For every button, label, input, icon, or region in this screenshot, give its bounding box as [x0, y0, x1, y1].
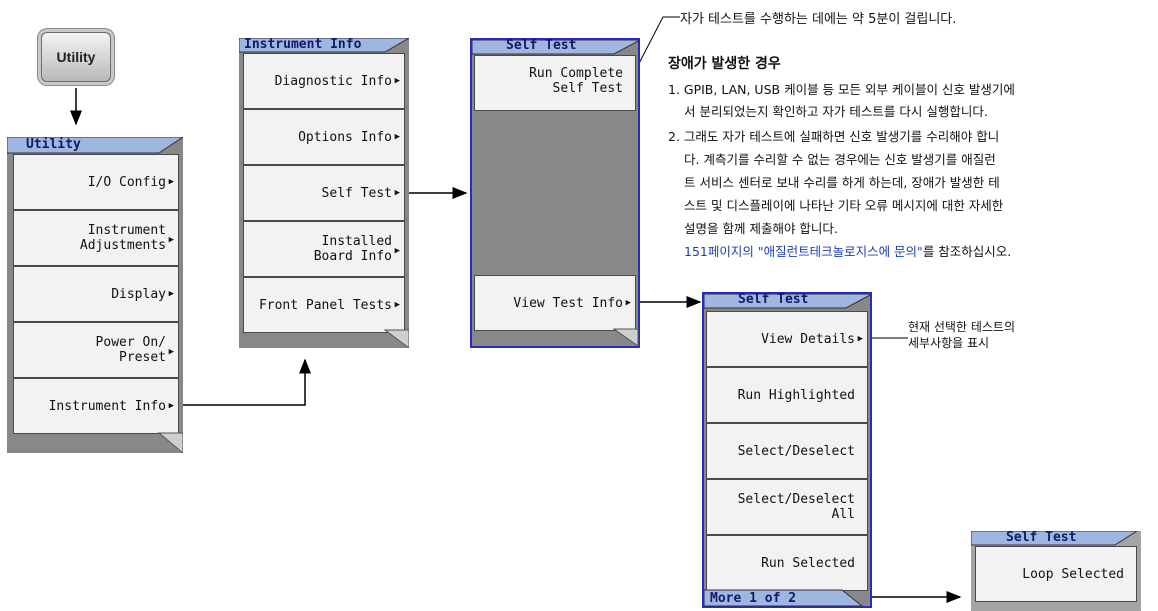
options-info-key[interactable]: Options Info▶	[243, 109, 405, 165]
self-test-menu-3-frame	[971, 531, 1138, 546]
submenu-arrow-icon: ▶	[857, 333, 863, 344]
failure-step2-line4: 스트 및 디스플레이에 나타난 기타 오류 메시지에 대한 자세한	[684, 198, 1004, 213]
view-details-key[interactable]: View Details▶	[706, 311, 868, 367]
view-details-note-line2: 세부사항을 표시	[908, 336, 990, 350]
run-highlighted-key[interactable]: Run Highlighted	[706, 367, 868, 423]
run-selected-key[interactable]: Run Selected	[706, 535, 868, 591]
self-test-menu-2-title: Self Test	[738, 292, 809, 307]
view-test-info-key[interactable]: View Test Info▶	[474, 275, 636, 331]
self-test-menu-title: Self Test	[506, 38, 577, 53]
submenu-arrow-icon: ▶	[625, 297, 631, 308]
loop-selected-key[interactable]: Loop Selected	[975, 546, 1137, 602]
display-key[interactable]: Display▶	[13, 266, 179, 322]
instrument-info-key[interactable]: Instrument Info▶	[13, 378, 179, 434]
submenu-arrow-icon: ▶	[394, 131, 400, 142]
self-test-menu-2-panel: View Details▶ Run Highlighted Select/Des…	[702, 292, 872, 608]
utility-menu-panel: I/O Config▶ Instrument Adjustments▶ Disp…	[7, 137, 183, 453]
submenu-arrow-icon: ▶	[168, 288, 174, 299]
instrument-info-menu-frame	[239, 38, 409, 348]
power-on-preset-key[interactable]: Power On/ Preset▶	[13, 322, 179, 378]
duration-note: 자가 테스트를 수행하는 데에는 약 5분이 걸립니다.	[680, 12, 957, 27]
installed-board-info-key[interactable]: Installed Board Info▶	[243, 221, 405, 277]
instrument-info-menu-panel: Diagnostic Info▶ Options Info▶ Self Test…	[239, 38, 409, 348]
reference-suffix: 를 참조하십시오.	[922, 244, 1012, 259]
submenu-arrow-icon: ▶	[394, 75, 400, 86]
instrument-adjustments-key[interactable]: Instrument Adjustments▶	[13, 210, 179, 266]
failure-step2-line2: 다. 계측기를 수리할 수 없는 경우에는 신호 발생기를 애질런	[684, 152, 996, 167]
select-deselect-all-key[interactable]: Select/Deselect All	[706, 479, 868, 535]
utility-menu-title: Utility	[26, 137, 81, 152]
diagnostic-info-key[interactable]: Diagnostic Info▶	[243, 53, 405, 109]
more-page-indicator[interactable]: More 1 of 2	[710, 591, 797, 606]
reference-link[interactable]: 151페이지의 "애질런트테크놀로지스에 문의"	[684, 244, 923, 259]
submenu-arrow-icon: ▶	[394, 187, 400, 198]
self-test-menu-2-frame	[703, 293, 872, 607]
run-complete-self-test-key[interactable]: Run Complete Self Test	[474, 55, 636, 111]
submenu-arrow-icon: ▶	[394, 246, 400, 256]
self-test-menu-3-title: Self Test	[1006, 530, 1077, 545]
submenu-arrow-icon: ▶	[168, 400, 174, 411]
utility-hardkey[interactable]: Utility	[41, 32, 111, 82]
self-test-menu-frame	[471, 39, 640, 347]
failure-step1-line2: 서 분리되었는지 확인하고 자가 테스트를 다시 실행합니다.	[684, 104, 988, 119]
failure-step1-line1: 1. GPIB, LAN, USB 케이블 등 모든 외부 케이블이 신호 발생…	[668, 82, 1015, 97]
submenu-arrow-icon: ▶	[168, 235, 174, 245]
failure-heading: 장애가 발생한 경우	[668, 56, 781, 72]
failure-step2-line1: 2. 그래도 자가 테스트에 실패하면 신호 발생기를 수리해야 합니	[668, 129, 1000, 144]
reference-line: 151페이지의 "애질런트테크놀로지스에 문의"를 참조하십시오.	[684, 241, 1011, 260]
io-config-key[interactable]: I/O Config▶	[13, 154, 179, 210]
failure-step2-line3: 트 서비스 센터로 보내 수리를 하게 하는데, 장애가 발생한 테	[684, 175, 1000, 190]
instrument-info-menu-title: Instrument Info	[244, 37, 362, 52]
select-deselect-key[interactable]: Select/Deselect	[706, 423, 868, 479]
submenu-arrow-icon: ▶	[168, 176, 174, 187]
view-details-note-line1: 현재 선택한 테스트의	[908, 320, 1015, 334]
self-test-menu-panel: Run Complete Self Test View Test Info▶	[470, 38, 640, 348]
self-test-key[interactable]: Self Test▶	[243, 165, 405, 221]
submenu-arrow-icon: ▶	[168, 347, 174, 357]
failure-step2-line5: 설명을 함께 제출해야 합니다.	[684, 221, 838, 236]
utility-menu-frame	[7, 137, 183, 453]
front-panel-tests-key[interactable]: Front Panel Tests▶	[243, 277, 405, 333]
submenu-arrow-icon: ▶	[394, 299, 400, 310]
